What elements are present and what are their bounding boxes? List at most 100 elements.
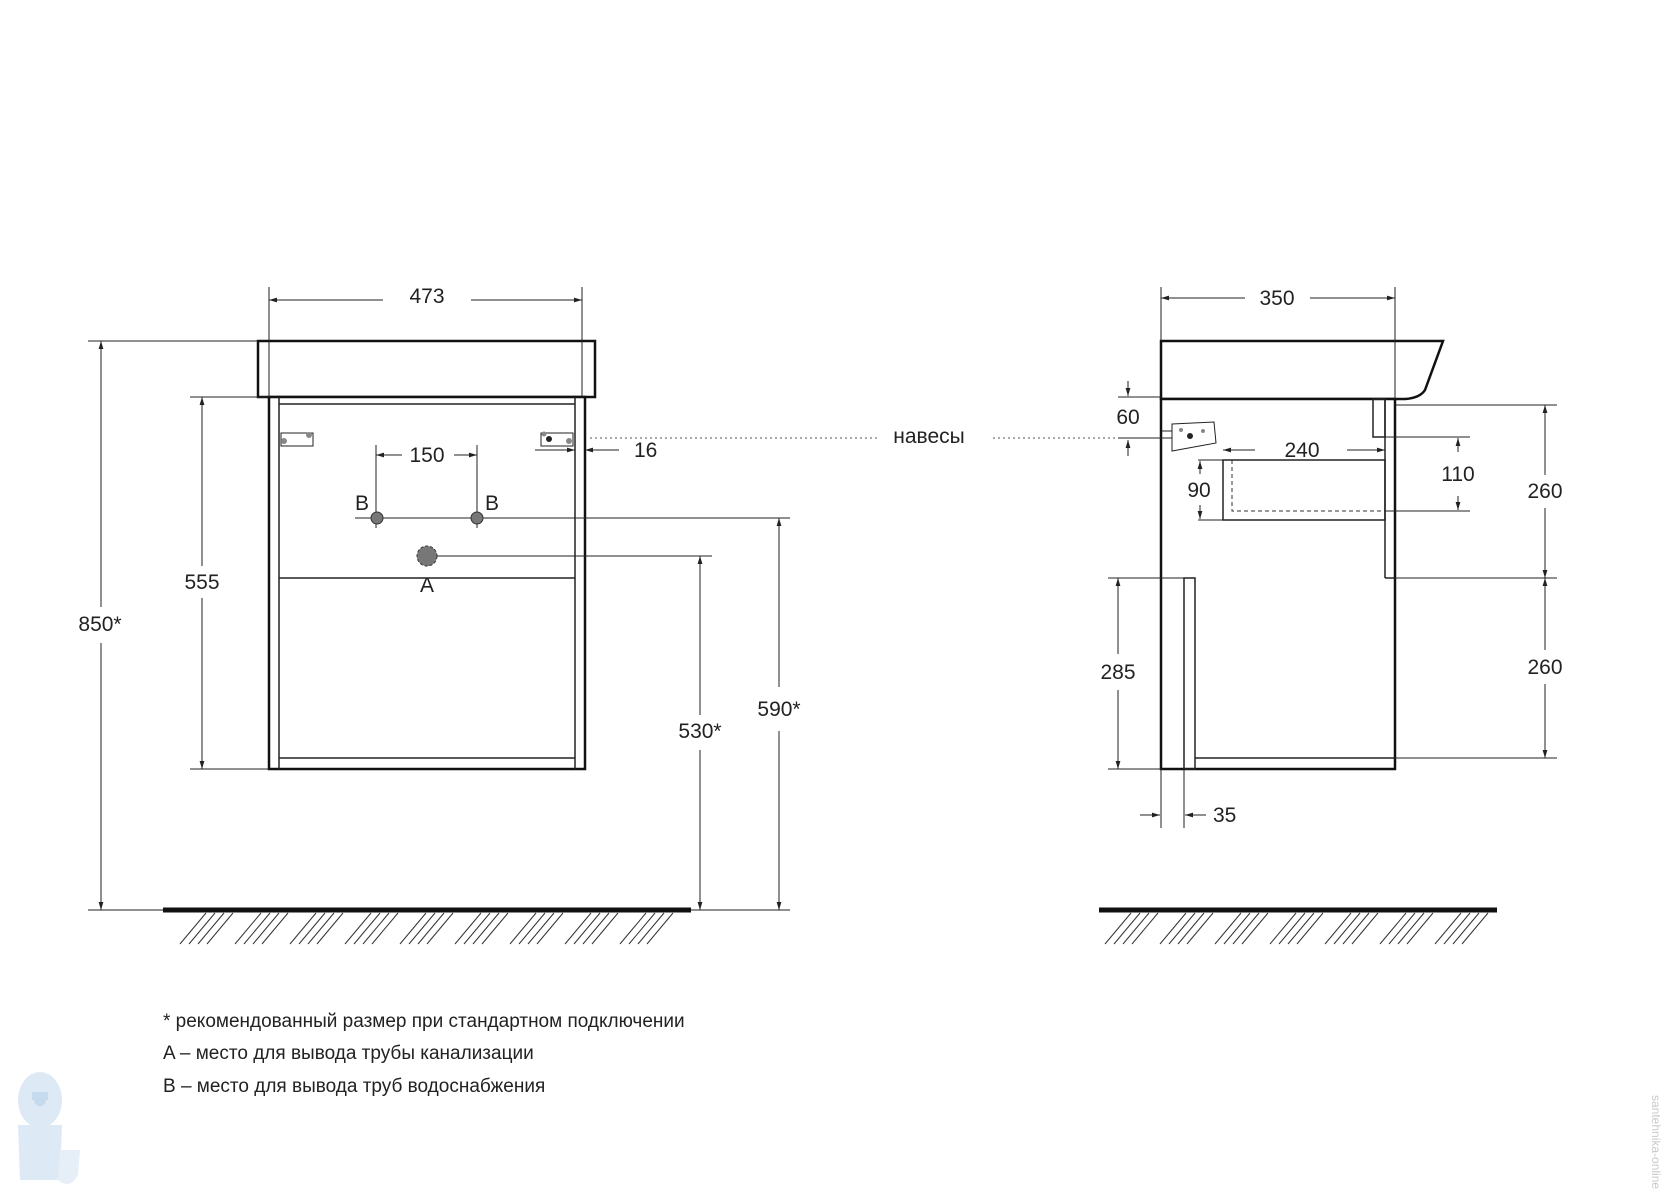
logo-plumber-icon <box>18 1072 80 1184</box>
front-hinge-left <box>280 432 314 447</box>
floor-hatch-line <box>628 912 656 945</box>
floor-hatch-line <box>408 912 436 945</box>
floor-hatch-line <box>179 912 207 945</box>
note-b: B – место для вывода труб водоснабжения <box>163 1076 546 1097</box>
front-floor-hatch <box>179 912 674 945</box>
front-hinge-right <box>540 431 574 447</box>
floor-hatch-line <box>1122 912 1150 945</box>
foot-width-label: 35 <box>1213 804 1236 827</box>
note-asterisk: * рекомендованный размер при стандартном… <box>163 1011 685 1032</box>
floor-hatch-line <box>1388 912 1416 945</box>
floor-hatch-line <box>1452 912 1480 945</box>
floor-hatch-line <box>1177 912 1205 945</box>
floor-hatch-line <box>1443 912 1471 945</box>
shelf-depth-label: 240 <box>1284 439 1319 462</box>
water-outlet-right <box>470 511 484 525</box>
side-view: 350 60 240 90 110 260 260 <box>1099 287 1563 945</box>
floor-hatch-line <box>1131 912 1159 945</box>
floor-hatch-line <box>1104 912 1132 945</box>
floor-hatch-line <box>353 912 381 945</box>
floor-hatch-line <box>206 912 234 945</box>
floor-hatch-line <box>1324 912 1352 945</box>
shelf-height-label: 90 <box>1187 479 1210 502</box>
water-outlet-left <box>370 511 384 525</box>
floor-hatch-line <box>252 912 280 945</box>
floor-hatch-line <box>1397 912 1425 945</box>
floor-hatch-line <box>472 912 500 945</box>
floor-hatch-line <box>197 912 225 945</box>
floor-hatch-line <box>536 912 564 945</box>
floor-hatch-line <box>298 912 326 945</box>
floor-hatch-line <box>362 912 390 945</box>
floor-hatch-line <box>1113 912 1141 945</box>
floor-hatch-line <box>1351 912 1379 945</box>
floor-hatch-line <box>417 912 445 945</box>
side-foot <box>1183 577 1196 770</box>
floor-hatch-line <box>234 912 262 945</box>
floor-hatch-line <box>1241 912 1269 945</box>
floor-hatch-line <box>637 912 665 945</box>
floor-hatch-line <box>1296 912 1324 945</box>
width-473-label: 473 <box>409 285 444 308</box>
side-cabinet-body <box>1159 397 1397 771</box>
side-shelf <box>1222 459 1386 521</box>
floor-hatch-line <box>1186 912 1214 945</box>
floor-hatch-line <box>591 912 619 945</box>
floor-hatch-line <box>1269 912 1297 945</box>
upper-section-label: 260 <box>1527 480 1562 503</box>
side-floor-hatch <box>1104 912 1489 945</box>
water-outlet-left-letter: B <box>355 492 369 515</box>
floor-hatch-line <box>582 912 610 945</box>
floor-hatch-line <box>289 912 317 945</box>
floor-hatch-line <box>188 912 216 945</box>
floor-hatch-line <box>1461 912 1489 945</box>
side-sink-top <box>1159 339 1445 401</box>
floor-hatch-line <box>1333 912 1361 945</box>
floor-hatch-line <box>481 912 509 945</box>
drain-outlet-letter: A <box>420 574 434 597</box>
floor-hatch-line <box>527 912 555 945</box>
floor-hatch-line <box>619 912 647 945</box>
floor-hatch-line <box>1287 912 1315 945</box>
floor-hatch-line <box>454 912 482 945</box>
floor-hatch-line <box>399 912 427 945</box>
floor-hatch-line <box>1342 912 1370 945</box>
floor-hatch-line <box>307 912 335 945</box>
drain-height-label: 530* <box>678 720 721 743</box>
floor-hatch-line <box>509 912 537 945</box>
floor-hatch-line <box>1159 912 1187 945</box>
floor-hatch-line <box>1214 912 1242 945</box>
floor-hatch-line <box>261 912 289 945</box>
floor-hatch-line <box>1379 912 1407 945</box>
shelf-offset-label: 110 <box>1441 463 1474 486</box>
floor-hatch-line <box>1223 912 1251 945</box>
side-offset-label: 16 <box>634 439 657 462</box>
floor-hatch-line <box>573 912 601 945</box>
floor-hatch-line <box>1434 912 1462 945</box>
hinges-label: навесы <box>893 425 964 448</box>
side-hinge-bracket <box>1372 398 1386 438</box>
front-sink-top <box>256 339 597 399</box>
floor-hatch-line <box>1406 912 1434 945</box>
side-hinge <box>1162 421 1217 452</box>
total-height-label: 850* <box>78 613 121 636</box>
floor-hatch-line <box>564 912 592 945</box>
foot-height-label: 285 <box>1100 661 1135 684</box>
lower-section-label: 260 <box>1527 656 1562 679</box>
floor-hatch-line <box>1232 912 1260 945</box>
floor-hatch-line <box>1278 912 1306 945</box>
floor-hatch-line <box>243 912 271 945</box>
pipe-spacing-label: 150 <box>409 444 444 467</box>
floor-hatch-line <box>1168 912 1196 945</box>
floor-hatch-line <box>518 912 546 945</box>
watermark-text: santehnika-online <box>1649 1095 1663 1190</box>
water-outlet-right-letter: B <box>485 492 499 515</box>
floor-hatch-line <box>646 912 674 945</box>
floor-hatch-line <box>426 912 454 945</box>
depth-label: 350 <box>1259 287 1294 310</box>
front-cabinet-body <box>267 395 587 771</box>
floor-hatch-line <box>463 912 491 945</box>
note-a: A – место для вывода трубы канализации <box>163 1043 534 1064</box>
water-height-label: 590* <box>757 698 800 721</box>
